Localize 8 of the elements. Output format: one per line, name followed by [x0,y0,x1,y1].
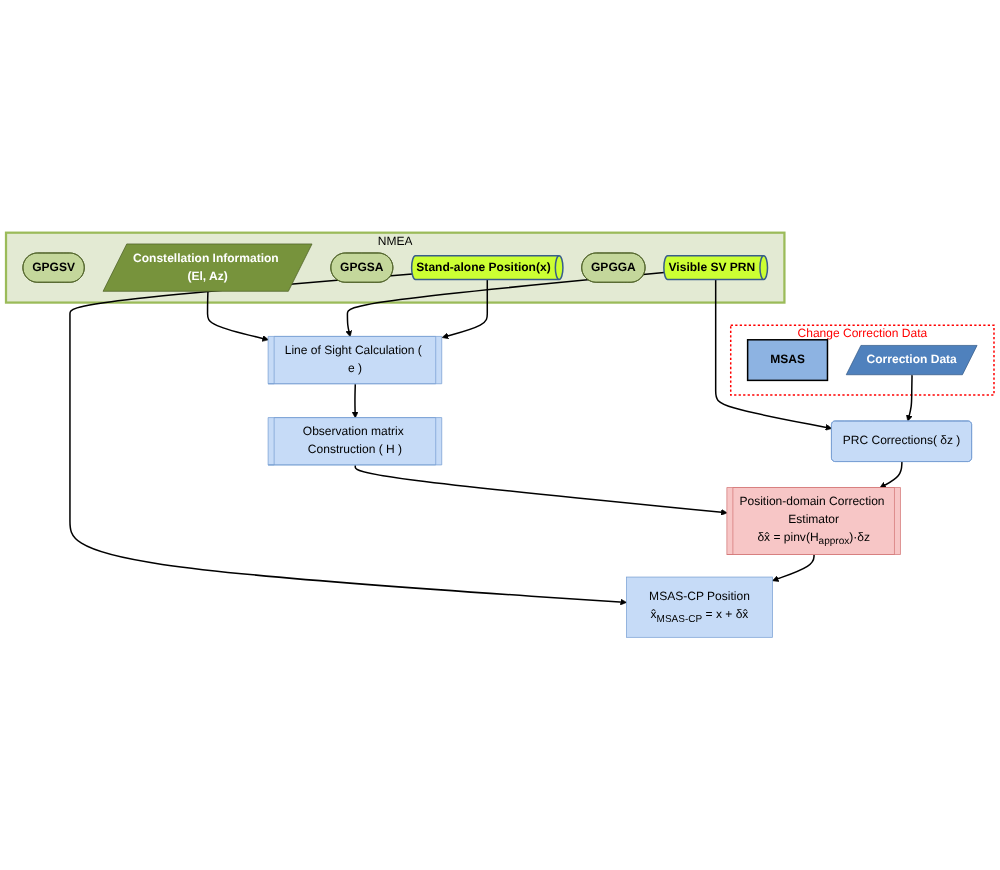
arrow [441,278,489,340]
arrow [772,554,815,582]
arrow [879,461,903,489]
arrow [206,290,269,342]
arrow [351,383,359,419]
arrow [906,374,913,422]
arrow [354,464,728,516]
arrow [714,278,833,431]
